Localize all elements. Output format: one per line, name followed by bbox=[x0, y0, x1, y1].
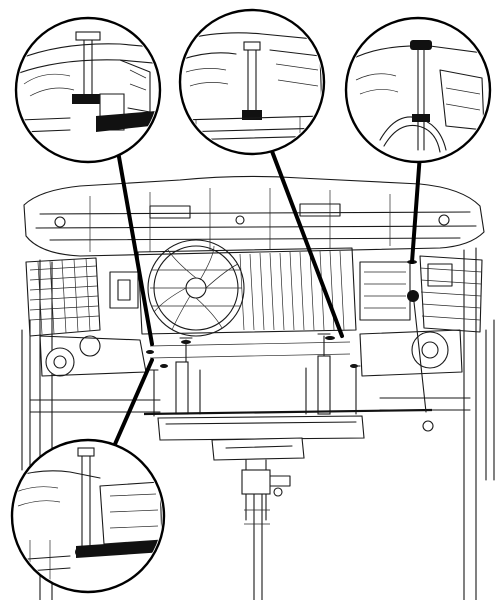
left-grille-area bbox=[25, 257, 101, 337]
jack-platform bbox=[157, 415, 365, 461]
callout-detail-top-center bbox=[178, 8, 326, 156]
cooling-fan bbox=[147, 239, 245, 337]
leader-bottom-left bbox=[106, 358, 154, 462]
leader-top-left bbox=[114, 138, 154, 346]
upper-cross-member bbox=[23, 175, 485, 257]
leader-top-center bbox=[268, 144, 344, 338]
leader-top-right bbox=[410, 152, 422, 264]
callout-detail-bottom-left bbox=[10, 438, 166, 594]
callout-leaders bbox=[106, 138, 422, 462]
radiator-core bbox=[137, 247, 357, 335]
jack-column bbox=[241, 459, 291, 600]
support-posts bbox=[149, 333, 361, 417]
callout-detail-top-left bbox=[14, 16, 162, 164]
support-fixture bbox=[143, 290, 434, 600]
side-components bbox=[39, 261, 463, 377]
support-crossbar bbox=[143, 408, 433, 416]
vehicle-front-assembly bbox=[21, 175, 495, 600]
right-grille-area bbox=[419, 255, 483, 333]
callout-detail-top-right bbox=[344, 16, 492, 164]
